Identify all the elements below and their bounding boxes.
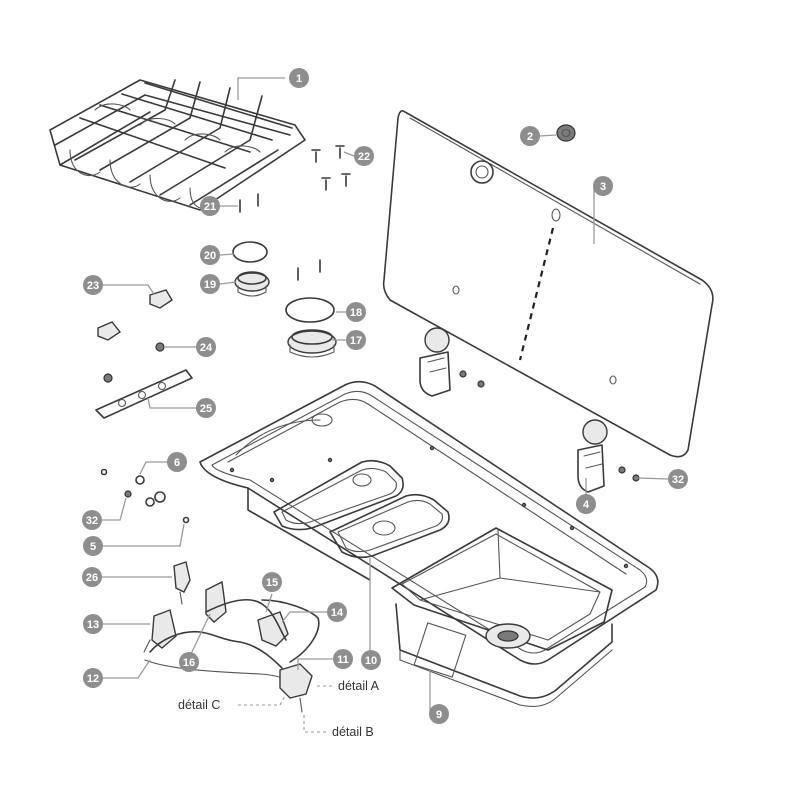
small-nut <box>103 373 113 383</box>
lid-knob <box>556 124 576 142</box>
callout-4: 4 <box>576 494 596 514</box>
callout-2: 2 <box>520 126 540 146</box>
callout-18: 18 <box>346 302 366 322</box>
pan-support-grid <box>49 79 306 211</box>
svg-text:2: 2 <box>527 131 533 143</box>
glass-lid <box>382 110 714 458</box>
callout-32-right: 32 <box>668 469 688 489</box>
callout-20: 20 <box>200 245 220 265</box>
detail-a-label: détail A <box>338 679 380 693</box>
burner-ring-17 <box>287 329 337 358</box>
callout-9: 9 <box>429 704 449 724</box>
svg-text:15: 15 <box>266 577 278 589</box>
left-hinge <box>419 327 485 397</box>
control-knob <box>97 321 122 341</box>
svg-text:11: 11 <box>337 654 349 666</box>
small-hardware <box>100 468 190 524</box>
mounting-plate-25 <box>95 369 193 419</box>
callout-1: 1 <box>289 68 309 88</box>
callout-14: 14 <box>327 602 347 622</box>
gas-valve-14 <box>257 611 289 647</box>
callout-5: 5 <box>83 536 103 556</box>
detail-c-label: détail C <box>178 698 220 712</box>
hob-sink-body <box>199 380 659 707</box>
callout-10: 10 <box>361 650 381 670</box>
callout-19: 19 <box>200 274 220 294</box>
callout-23: 23 <box>83 275 103 295</box>
svg-text:23: 23 <box>87 280 99 292</box>
svg-text:22: 22 <box>358 151 370 163</box>
callout-26: 26 <box>82 567 102 587</box>
gas-valve-13 <box>143 609 177 653</box>
gas-connector-11 <box>279 663 313 713</box>
svg-text:19: 19 <box>204 279 216 291</box>
svg-text:21: 21 <box>204 201 216 213</box>
svg-text:17: 17 <box>350 335 362 347</box>
svg-text:25: 25 <box>200 403 212 415</box>
callout-11: 11 <box>333 649 353 669</box>
callout-25: 25 <box>196 398 216 418</box>
svg-text:24: 24 <box>200 342 213 354</box>
callout-6: 6 <box>167 452 187 472</box>
svg-text:18: 18 <box>350 307 362 319</box>
callout-15: 15 <box>262 572 282 592</box>
callout-12: 12 <box>83 668 103 688</box>
svg-text:20: 20 <box>204 250 216 262</box>
callout-32-left: 32 <box>82 510 102 530</box>
svg-text:1: 1 <box>296 73 302 85</box>
svg-text:32: 32 <box>672 474 684 486</box>
svg-text:32: 32 <box>86 515 98 527</box>
thermocouple-26 <box>173 561 191 605</box>
callout-22: 22 <box>354 146 374 166</box>
svg-text:14: 14 <box>331 607 344 619</box>
svg-text:10: 10 <box>365 655 377 667</box>
callout-24: 24 <box>196 337 216 357</box>
leader-lines <box>102 77 669 733</box>
burner-cap-20 <box>232 241 268 263</box>
gas-valve-16 <box>205 580 227 623</box>
svg-text:5: 5 <box>90 541 96 553</box>
pins <box>297 259 321 281</box>
callout-13: 13 <box>83 614 103 634</box>
nut-24 <box>155 342 165 352</box>
lid-axis-dashed-line <box>518 227 555 361</box>
screws-21 <box>239 193 259 213</box>
svg-text:12: 12 <box>87 673 99 685</box>
svg-text:26: 26 <box>86 572 98 584</box>
svg-text:16: 16 <box>183 657 195 669</box>
detail-b-label: détail B <box>332 725 374 739</box>
svg-text:13: 13 <box>87 619 99 631</box>
burner-ring-19 <box>234 271 270 297</box>
svg-text:3: 3 <box>600 181 606 193</box>
right-hinge <box>577 419 640 493</box>
svg-text:9: 9 <box>436 709 442 721</box>
callout-21: 21 <box>200 196 220 216</box>
callout-3: 3 <box>593 176 613 196</box>
svg-text:6: 6 <box>174 457 180 469</box>
burner-cap-18 <box>285 297 335 323</box>
svg-text:4: 4 <box>583 499 590 511</box>
callout-17: 17 <box>346 330 366 350</box>
screws-22 <box>311 145 351 191</box>
control-knob-23 <box>149 289 173 309</box>
callout-16: 16 <box>179 652 199 672</box>
